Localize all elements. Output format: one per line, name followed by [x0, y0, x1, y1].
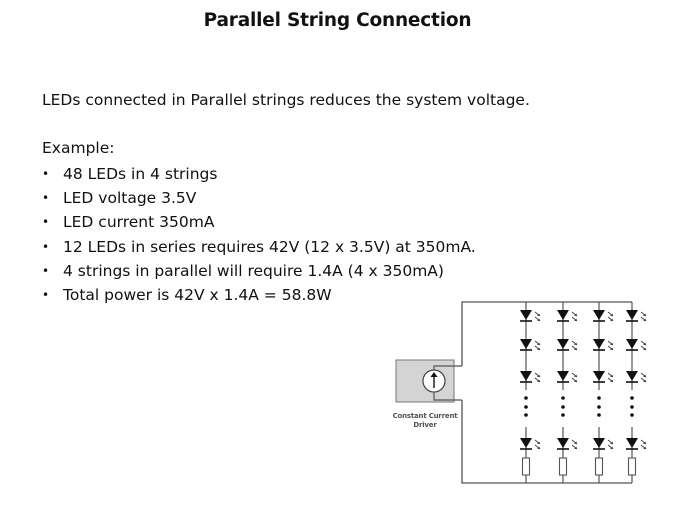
ellipsis-dot [597, 396, 601, 400]
led-icon [557, 438, 569, 448]
resistor-icon [594, 457, 604, 476]
driver-label: Constant Current Driver [392, 412, 458, 429]
bullet-item: •4 strings in parallel will require 1.4A… [42, 259, 476, 283]
slide-title: Parallel String Connection [203, 10, 472, 31]
resistor-icon [521, 457, 531, 476]
led-icon [593, 310, 605, 320]
light-ray-arrowhead [574, 374, 577, 377]
led-icon [557, 310, 569, 320]
resistor-icon [627, 457, 637, 476]
led-icon [626, 339, 638, 349]
bullet-icon: • [42, 191, 50, 206]
led-icon [520, 339, 532, 349]
light-ray-arrowhead [610, 313, 613, 316]
light-ray-arrowhead [537, 441, 540, 444]
ellipsis-dot [524, 413, 528, 417]
light-ray-arrowhead [574, 446, 577, 449]
light-ray-arrowhead [643, 379, 646, 382]
bullet-icon: • [42, 215, 50, 230]
led-icon [557, 339, 569, 349]
led-icon [520, 310, 532, 320]
light-ray-arrowhead [610, 347, 613, 350]
light-ray-arrowhead [574, 313, 577, 316]
bullet-item: •LED current 350mA [42, 210, 476, 234]
ellipsis-dot [630, 413, 634, 417]
light-ray-arrowhead [537, 379, 540, 382]
light-ray-arrowhead [610, 374, 613, 377]
light-ray-arrowhead [643, 446, 646, 449]
light-ray-arrowhead [537, 446, 540, 449]
light-ray-arrowhead [610, 446, 613, 449]
bullet-item: •12 LEDs in series requires 42V (12 x 3.… [42, 235, 476, 259]
bullet-item: •LED voltage 3.5V [42, 186, 476, 210]
led-icon [593, 371, 605, 381]
example-label: Example: [42, 139, 115, 157]
bullet-item: •48 LEDs in 4 strings [42, 162, 476, 186]
ellipsis-dot [630, 396, 634, 400]
led-icon [626, 310, 638, 320]
ellipsis-dot [524, 396, 528, 400]
ellipsis-dot [561, 405, 565, 409]
ellipsis-dot [597, 413, 601, 417]
driver-lead-bottom [433, 392, 462, 401]
bullet-list: •48 LEDs in 4 strings •LED voltage 3.5V … [42, 162, 476, 307]
wire-return [461, 400, 632, 484]
ellipsis-dot [597, 405, 601, 409]
light-ray-arrowhead [643, 313, 646, 316]
light-ray-arrowhead [537, 374, 540, 377]
current-arrowhead-icon [430, 372, 438, 377]
light-ray-arrowhead [643, 347, 646, 350]
wire-positive [461, 301, 632, 366]
ellipsis-dot [524, 405, 528, 409]
intro-text: LEDs connected in Parallel strings reduc… [42, 91, 530, 109]
ellipsis-dot [630, 405, 634, 409]
led-icon [626, 371, 638, 381]
led-icon [520, 371, 532, 381]
ellipsis-dot [561, 413, 565, 417]
light-ray-arrowhead [610, 318, 613, 321]
light-ray-arrowhead [574, 347, 577, 350]
light-ray-arrowhead [574, 441, 577, 444]
led-icon [557, 371, 569, 381]
bullet-icon: • [42, 263, 50, 278]
driver-lead-top [433, 365, 462, 370]
led-icon [520, 438, 532, 448]
light-ray-arrowhead [643, 441, 646, 444]
resistor-icon [558, 457, 568, 476]
light-ray-arrowhead [537, 342, 540, 345]
bullet-icon: • [42, 167, 50, 181]
light-ray-arrowhead [610, 379, 613, 382]
bullet-icon: • [42, 287, 50, 302]
light-ray-arrowhead [574, 318, 577, 321]
bullet-item: •Total power is 42V x 1.4A = 58.8W [42, 283, 476, 307]
light-ray-arrowhead [643, 374, 646, 377]
led-icon [593, 339, 605, 349]
light-ray-arrowhead [574, 342, 577, 345]
light-ray-arrowhead [537, 313, 540, 316]
light-ray-arrowhead [643, 318, 646, 321]
led-icon [626, 438, 638, 448]
light-ray-arrowhead [610, 441, 613, 444]
light-ray-arrowhead [610, 342, 613, 345]
bullet-icon: • [42, 239, 50, 254]
light-ray-arrowhead [643, 342, 646, 345]
light-ray-arrowhead [537, 318, 540, 321]
ellipsis-dot [561, 396, 565, 400]
light-ray-arrowhead [574, 379, 577, 382]
led-icon [593, 438, 605, 448]
light-ray-arrowhead [537, 347, 540, 350]
